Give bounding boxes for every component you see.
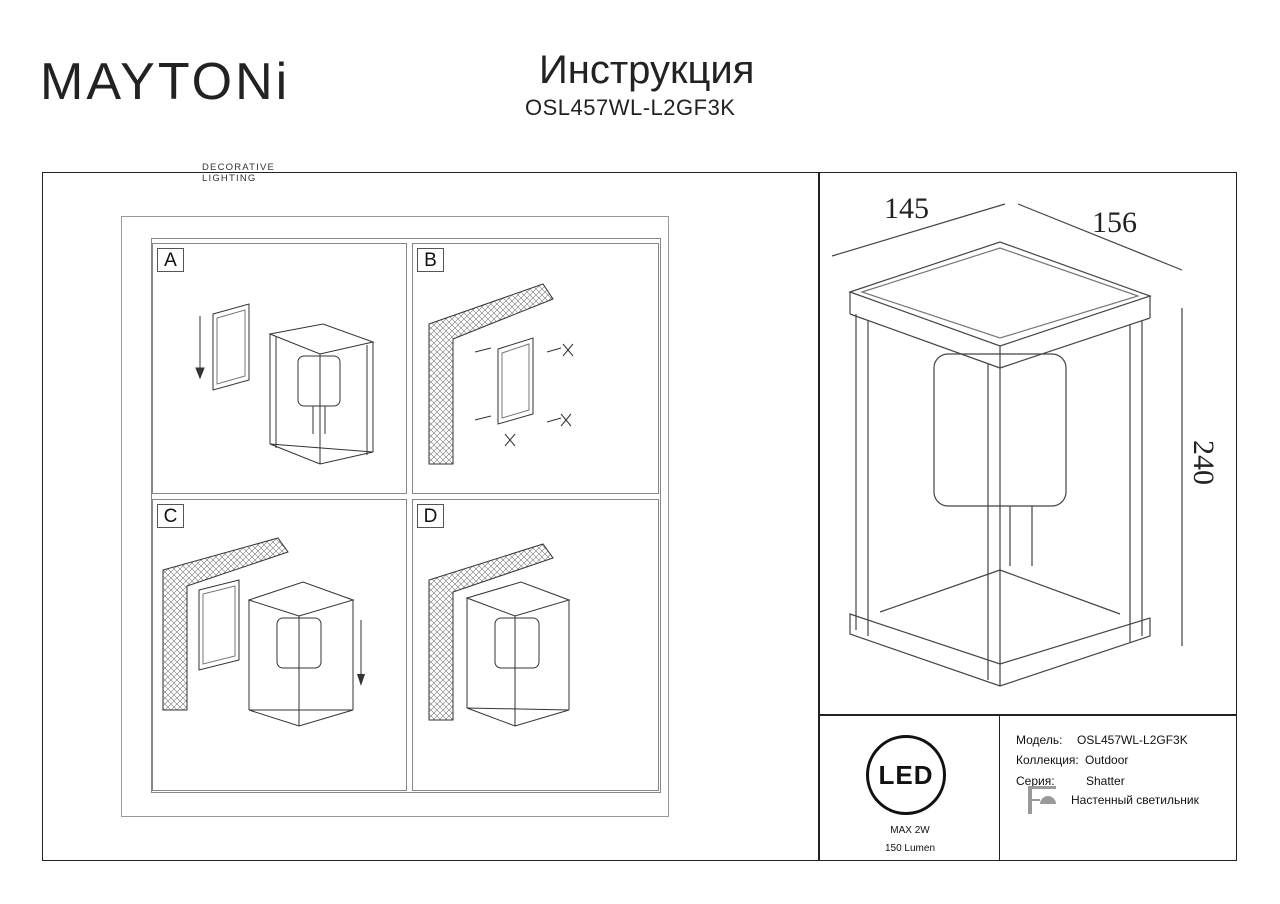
frame-divider-horizontal	[818, 714, 1237, 716]
document-title: Инструкция	[539, 48, 755, 92]
led-badge-text: LED	[878, 760, 934, 790]
spec-model-value: OSL457WL-L2GF3K	[1077, 733, 1188, 747]
step-label-b: B	[417, 248, 444, 272]
spec-model-label: Модель:	[1016, 733, 1063, 747]
spec-collection-value: Outdoor	[1085, 753, 1129, 767]
step-a-illustration	[195, 303, 375, 465]
spec-series-label: Серия:	[1016, 774, 1055, 788]
step-panel-d: D	[412, 499, 659, 791]
step-c-illustration	[162, 537, 365, 727]
spec-divider	[999, 714, 1000, 861]
brand-name: MAYTONi	[40, 53, 291, 111]
dimension-drawing	[831, 203, 1183, 687]
spec-series-value: Shatter	[1086, 774, 1125, 788]
dimension-height: 240	[1187, 440, 1220, 485]
led-lumen: 150 Lumen	[884, 843, 936, 854]
document-model: OSL457WL-L2GF3K	[525, 95, 736, 120]
step-label-c: C	[157, 504, 184, 528]
step-label-a: A	[157, 248, 184, 272]
step-d-illustration	[428, 543, 571, 727]
frame-divider-vertical	[818, 172, 820, 861]
steps-outer-border	[121, 216, 669, 817]
steps-inner-border	[151, 238, 661, 793]
step-panel-c: C	[152, 499, 407, 791]
step-b-illustration	[428, 283, 574, 465]
step-label-d: D	[417, 504, 444, 528]
brand-subtitle: DECORATIVE LIGHTING	[202, 162, 276, 184]
led-power: MAX 2W	[890, 825, 930, 836]
step-panel-a: A	[152, 243, 407, 494]
dimension-depth: 156	[1092, 206, 1137, 239]
spec-collection-label: Коллекция:	[1016, 753, 1079, 767]
step-panel-b: B	[412, 243, 659, 494]
brand-logo: MAYTONi DECORATIVE LIGHTING	[40, 52, 310, 184]
dimension-width: 145	[884, 192, 929, 225]
main-frame	[42, 172, 1237, 861]
spec-type-value: Настенный светильник	[1071, 793, 1199, 807]
led-badge: LED	[866, 735, 946, 815]
wall-lamp-icon	[1028, 786, 1056, 814]
